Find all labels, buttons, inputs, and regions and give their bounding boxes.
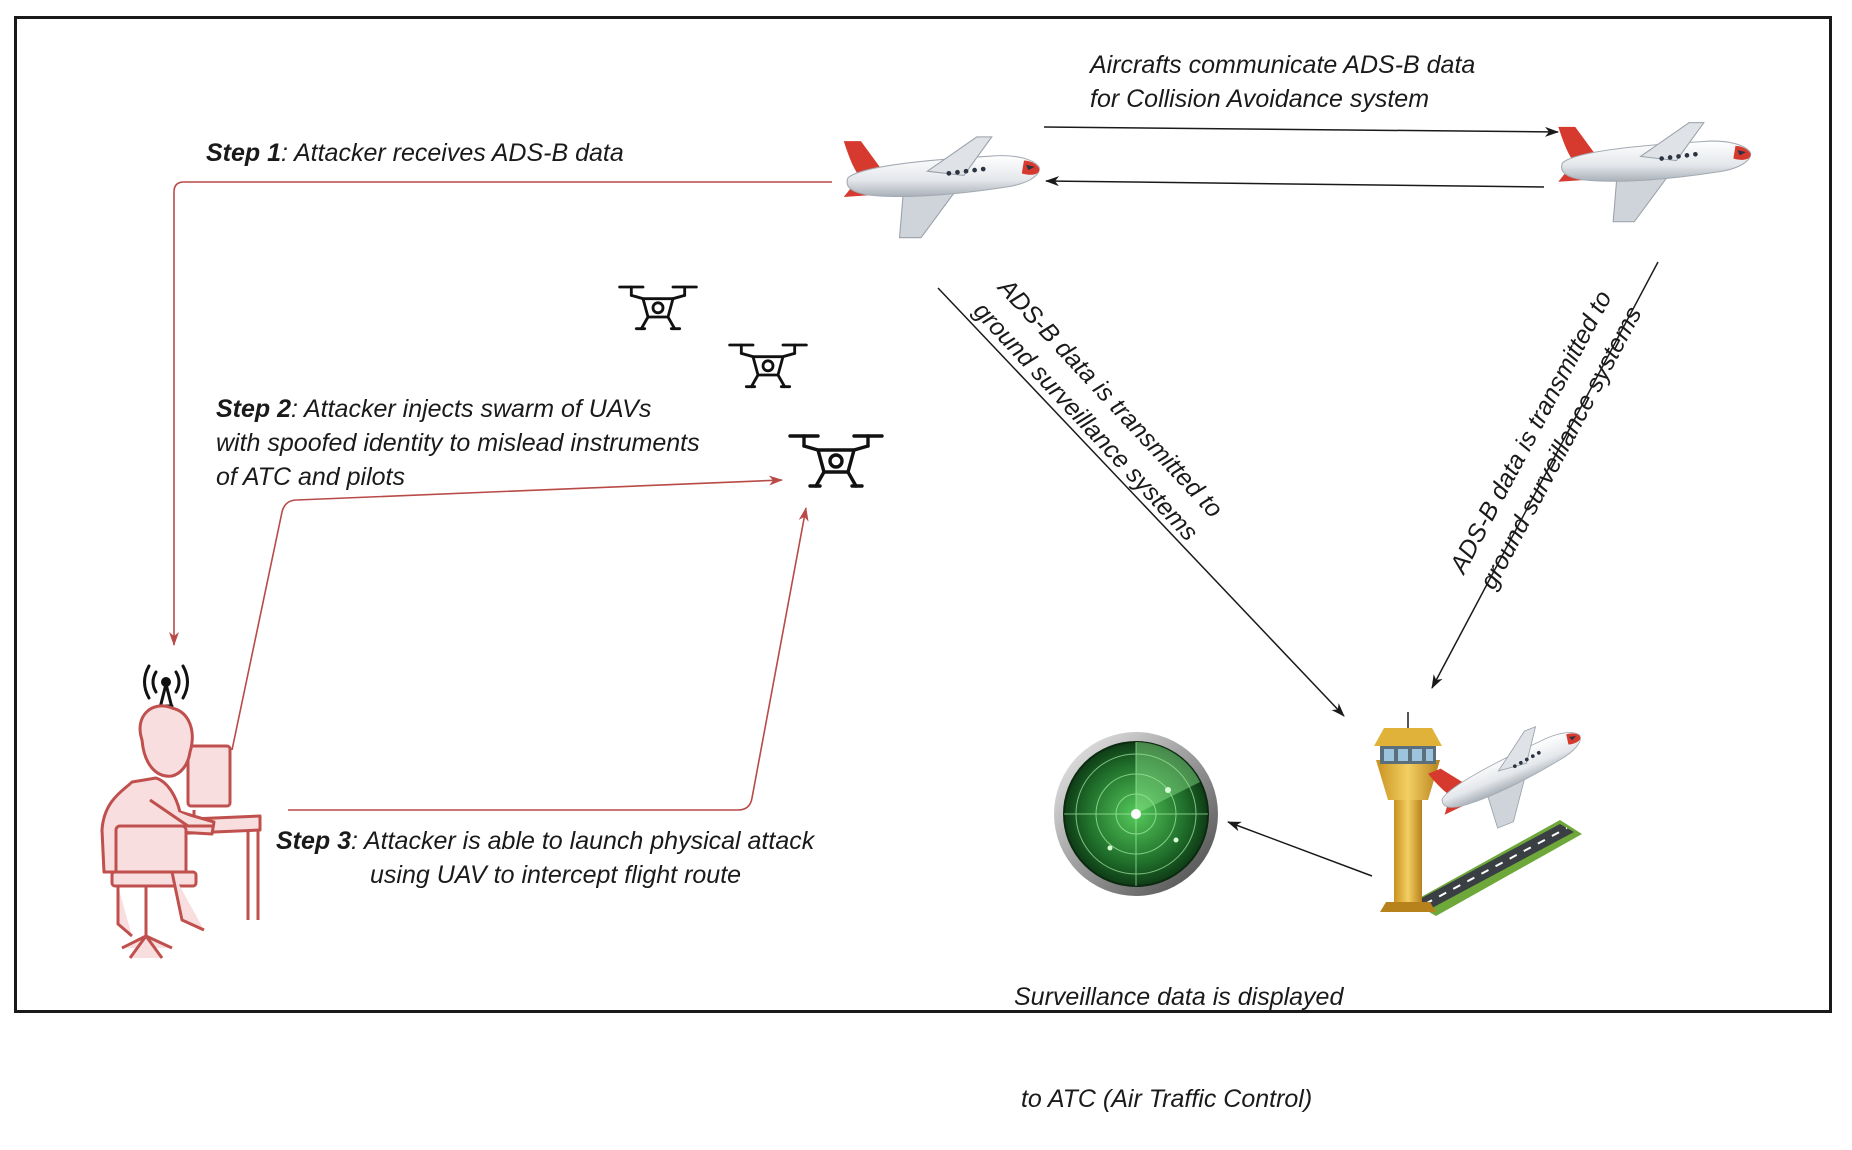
arrow-plane1-to-plane2 bbox=[1043, 126, 1559, 137]
arrow-plane2-to-tower bbox=[1431, 261, 1659, 689]
arrow-plane1-to-tower bbox=[937, 287, 1345, 717]
arrow-step3 bbox=[288, 507, 809, 811]
step3-label: Step 3: Attacker is able to launch physi… bbox=[276, 827, 815, 889]
airplane-icon bbox=[843, 136, 1040, 239]
aircraft-comm-label: Aircrafts communicate ADS-B data for Col… bbox=[1090, 51, 1476, 113]
antenna-icon bbox=[143, 664, 189, 718]
drone-icon bbox=[728, 343, 808, 389]
drone-icon bbox=[618, 285, 698, 331]
step1-label: Step 1: Attacker receives ADS-B data bbox=[206, 139, 624, 167]
arrow-step1 bbox=[169, 181, 832, 646]
control-tower-icon bbox=[1374, 712, 1442, 912]
hacker-icon bbox=[100, 704, 262, 959]
airplane-icon bbox=[1426, 712, 1601, 846]
airplane-icon bbox=[1557, 122, 1752, 223]
arrow-plane2-to-plane1 bbox=[1045, 176, 1545, 188]
drone-icon bbox=[788, 434, 884, 488]
step2-label: Step 2: Attacker injects swarm of UAVs w… bbox=[216, 395, 700, 491]
surveillance-label: Surveillance data is displayed to ATC (A… bbox=[1014, 983, 1344, 1113]
runway-icon bbox=[1412, 820, 1582, 916]
arrow-step2 bbox=[231, 475, 783, 751]
arrow-tower-to-radar bbox=[1227, 821, 1373, 877]
diagram-canvas bbox=[100, 122, 1752, 959]
radar-icon bbox=[1054, 732, 1218, 896]
